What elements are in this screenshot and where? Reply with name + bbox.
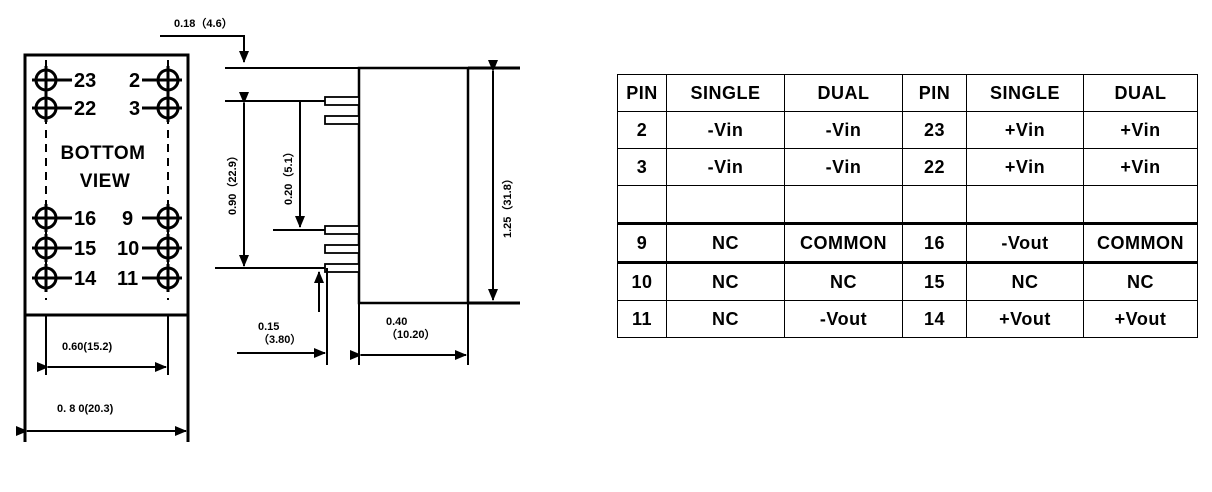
header-dual: DUAL [784,74,903,112]
table-cell: +Vin [966,111,1084,149]
pin-16: 16 [32,204,96,232]
pin-label: 3 [129,98,140,120]
pin-label: 15 [74,238,96,260]
pin-9: 9 [122,204,182,232]
side-pin [324,263,360,273]
table-cell [617,185,667,224]
pin-label: 14 [74,268,97,290]
header-single: SINGLE [966,74,1084,112]
side-view: 0.18（4.6） 0.90（22.9） 0.20（5.1） 1.25（31.8… [160,17,520,365]
table-cell: +Vout [1083,300,1198,338]
pin-15: 15 [32,234,96,262]
pin-label: 10 [117,238,139,260]
height-dimension: 1.25（31.8） [501,173,514,238]
pin-label: 22 [74,98,96,120]
pin-3: 3 [129,94,182,122]
module-side-body [357,66,470,305]
pin-width-dimension: 0.60(15.2) [62,341,112,353]
table-cell: 10 [617,261,667,301]
side-pin [324,244,360,254]
thickness-dimension: 0.40 [386,316,407,328]
pin-label: 2 [129,70,140,92]
table-cell: NC [666,222,785,263]
table-cell: NC [666,300,785,338]
table-cell: 11 [617,300,667,338]
table-cell: 14 [902,300,967,338]
pin-length-dimension: 0.18（4.6） [174,17,233,30]
table-row: 10 NC NC 15 NC NC [617,261,1198,301]
pin-22: 22 [32,94,96,122]
table-cell [902,185,967,224]
body-width-dimension: 0. 8 0(20.3) [57,403,114,415]
table-row-empty [617,185,1198,224]
standoff-dimension: 0.15 [258,321,279,333]
table-cell: NC [1083,261,1198,301]
table-row: 11 NC -Vout 14 +Vout +Vout [617,300,1198,338]
table-cell: NC [666,261,785,301]
table-cell: -Vout [784,300,903,338]
table-cell: +Vin [1083,148,1198,186]
table-cell [1083,185,1198,224]
header-single: SINGLE [666,74,785,112]
bottom-label: BOTTOM [61,143,146,164]
table-cell: 2 [617,111,667,149]
side-pin [324,96,360,106]
table-cell: 9 [617,222,667,263]
table-cell: +Vin [1083,111,1198,149]
table-row: 3 -Vin -Vin 22 +Vin +Vin [617,148,1198,186]
table-row: 9 NC COMMON 16 -Vout COMMON [617,222,1198,263]
module-outline [23,53,190,317]
table-cell: COMMON [1083,222,1198,263]
table-cell: COMMON [784,222,903,263]
thickness-dimension-metric: （10.20） [386,328,436,341]
pin-14: 14 [32,264,97,292]
pin-label: 9 [122,208,133,230]
pin-11: 11 [117,264,182,292]
table-cell: +Vout [966,300,1084,338]
side-pin [324,115,360,125]
table-cell: +Vin [966,148,1084,186]
table-cell: 16 [902,222,967,263]
view-label: VIEW [80,171,131,192]
table-cell: -Vin [666,148,785,186]
pin-pitch-dimension: 0.20（5.1） [282,146,295,205]
table-cell: -Vin [784,111,903,149]
pin-assignment-table: PIN SINGLE DUAL PIN SINGLE DUAL 2 -Vin -… [617,74,1198,338]
table-cell: 15 [902,261,967,301]
table-cell [666,185,785,224]
header-pin: PIN [617,74,667,112]
table-cell: 23 [902,111,967,149]
header-dual: DUAL [1083,74,1198,112]
pin-23: 23 [32,66,96,94]
table-cell: NC [784,261,903,301]
table-cell: -Vin [666,111,785,149]
table-cell [966,185,1084,224]
table-row: 2 -Vin -Vin 23 +Vin +Vin [617,111,1198,149]
pin-label: 23 [74,70,96,92]
standoff-dimension-metric: （3.80） [258,333,301,346]
table-cell: NC [966,261,1084,301]
pin-label: 11 [117,268,138,290]
pin-10: 10 [117,234,182,262]
table-cell: 22 [902,148,967,186]
pin-span-dimension: 0.90（22.9） [226,150,239,215]
table-cell: 3 [617,148,667,186]
side-pin [324,225,360,235]
bottom-view: 23 22 16 15 14 [16,53,190,442]
table-cell: -Vin [784,148,903,186]
table-header-row: PIN SINGLE DUAL PIN SINGLE DUAL [617,74,1198,112]
pin-label: 16 [74,208,96,230]
mechanical-drawing: 23 22 16 15 14 [16,17,520,442]
pin-2: 2 [129,66,182,94]
header-pin: PIN [902,74,967,112]
table-cell [784,185,903,224]
table-cell: -Vout [966,222,1084,263]
